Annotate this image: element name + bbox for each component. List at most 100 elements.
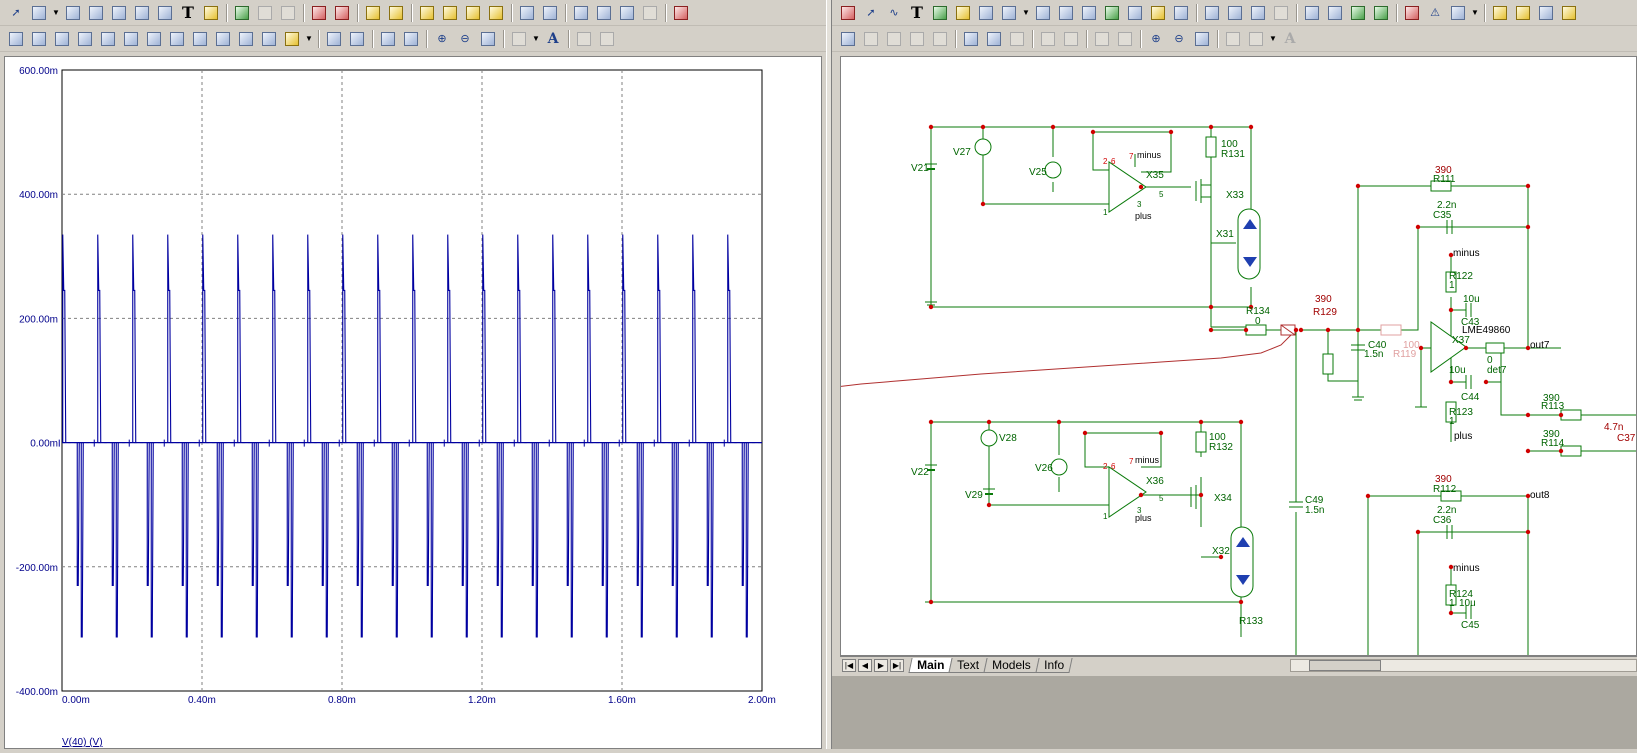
schematic-drawing[interactable]: V21 V27 V25 X35 X33 X31 100 R131 minus p… xyxy=(841,57,1637,656)
capacitor-c35-icon[interactable] xyxy=(1446,220,1453,234)
sel2-icon[interactable] xyxy=(861,29,881,49)
resistor-r123-icon[interactable] xyxy=(1445,401,1457,423)
flip2-icon[interactable] xyxy=(930,29,950,49)
chevron-down-icon[interactable]: ▼ xyxy=(1022,8,1030,17)
network-icon[interactable] xyxy=(1102,3,1122,23)
zoom-in-icon[interactable]: ⊕ xyxy=(1151,33,1161,45)
capacitor-c40-icon[interactable] xyxy=(1351,344,1365,351)
wave1-icon[interactable] xyxy=(52,29,72,49)
select-arrow-icon[interactable]: ➚ xyxy=(11,7,21,19)
text-tool-button[interactable]: T xyxy=(178,3,198,23)
resistor-r124-icon[interactable] xyxy=(1445,584,1457,606)
chevron-down-icon[interactable]: ▼ xyxy=(305,34,313,43)
marker1-icon[interactable] xyxy=(309,3,329,23)
find1-icon[interactable] xyxy=(961,29,981,49)
copy1-icon[interactable] xyxy=(1092,29,1112,49)
source-v25-icon[interactable] xyxy=(1044,161,1062,179)
formula-icon[interactable] xyxy=(155,3,175,23)
warning-icon[interactable]: ⚠ xyxy=(1430,7,1440,19)
pen-icon[interactable] xyxy=(838,3,858,23)
component-menu-icon[interactable] xyxy=(999,3,1019,23)
tile3-icon[interactable] xyxy=(463,3,483,23)
page1-icon[interactable] xyxy=(1490,3,1510,23)
text-a-button[interactable]: A xyxy=(1280,29,1300,49)
resistor-r111-icon[interactable] xyxy=(1430,180,1452,192)
find3-icon[interactable] xyxy=(1007,29,1027,49)
capacitor-c44-icon[interactable] xyxy=(1465,375,1472,389)
flip1-icon[interactable] xyxy=(907,29,927,49)
tile4-icon[interactable] xyxy=(486,3,506,23)
prev-sheet-button[interactable]: ◀ xyxy=(858,659,872,672)
horizontal-scrollbar[interactable] xyxy=(1290,659,1637,672)
marker2-icon[interactable] xyxy=(332,3,352,23)
chevron-down-icon[interactable]: ▼ xyxy=(1471,8,1479,17)
scope-icon[interactable] xyxy=(1402,3,1422,23)
probe-icon[interactable] xyxy=(930,3,950,23)
resistor-r131-icon[interactable] xyxy=(1205,136,1217,158)
marker-icon[interactable] xyxy=(953,3,973,23)
stop1-icon[interactable] xyxy=(1038,29,1058,49)
bus-icon[interactable] xyxy=(1033,3,1053,23)
delete-trace-icon[interactable] xyxy=(671,3,691,23)
window1-icon[interactable] xyxy=(363,3,383,23)
sel1-icon[interactable] xyxy=(838,29,858,49)
source-v26-icon[interactable] xyxy=(1050,458,1068,476)
fit-x-icon[interactable] xyxy=(378,29,398,49)
mosfet-x34-icon[interactable] xyxy=(1190,485,1197,509)
capacitor-c49-icon[interactable] xyxy=(1289,501,1303,508)
page2-icon[interactable] xyxy=(1513,3,1533,23)
tab-main[interactable]: Main xyxy=(908,658,953,673)
diode-x31-icon[interactable] xyxy=(1237,208,1261,280)
zoom-all-icon[interactable] xyxy=(1536,3,1556,23)
select-arrow-icon[interactable]: ➚ xyxy=(866,7,876,19)
wave3-icon[interactable] xyxy=(98,29,118,49)
resistor-det7-icon[interactable] xyxy=(1485,342,1505,354)
check1-icon[interactable] xyxy=(1302,3,1322,23)
grid-menu-icon[interactable] xyxy=(509,29,529,49)
label4-icon[interactable] xyxy=(1271,3,1291,23)
resistor-r119-icon[interactable] xyxy=(1380,324,1402,336)
zoom-window-icon[interactable] xyxy=(1192,29,1212,49)
tab-info[interactable]: Info xyxy=(1035,658,1073,673)
wave7-icon[interactable] xyxy=(190,29,210,49)
zoom-in-icon[interactable]: ⊕ xyxy=(437,33,447,45)
zoom-fit-icon[interactable] xyxy=(571,3,591,23)
layout2-icon[interactable] xyxy=(540,3,560,23)
tab-text[interactable]: Text xyxy=(948,658,988,673)
check4-icon[interactable] xyxy=(1371,3,1391,23)
component-icon[interactable] xyxy=(976,3,996,23)
properties-icon[interactable] xyxy=(201,3,221,23)
zoom-mode-icon[interactable] xyxy=(29,3,49,23)
window2-icon[interactable] xyxy=(386,3,406,23)
run-icon[interactable] xyxy=(232,3,252,23)
zoom-prev-icon[interactable] xyxy=(640,3,660,23)
capacitor-c45-icon[interactable] xyxy=(1465,605,1472,619)
text-tool-button[interactable]: T xyxy=(907,3,927,23)
layout1-icon[interactable] xyxy=(517,3,537,23)
probe-icon[interactable] xyxy=(1280,324,1296,336)
chevron-down-icon[interactable]: ▼ xyxy=(1269,34,1277,43)
copy-icon[interactable] xyxy=(574,29,594,49)
mosfet-x33-icon[interactable] xyxy=(1195,179,1211,203)
wave9-icon[interactable] xyxy=(236,29,256,49)
source-v28-icon[interactable] xyxy=(980,429,998,447)
stop-icon[interactable] xyxy=(255,3,275,23)
label1-icon[interactable] xyxy=(1202,3,1222,23)
print-icon[interactable] xyxy=(1223,29,1243,49)
label2-icon[interactable] xyxy=(1225,3,1245,23)
help-icon[interactable] xyxy=(1079,3,1099,23)
list-icon[interactable] xyxy=(324,29,344,49)
grid-y-icon[interactable] xyxy=(29,29,49,49)
pane-splitter[interactable] xyxy=(826,0,832,749)
zoom-in-x-icon[interactable] xyxy=(594,3,614,23)
resistor-r129-icon[interactable] xyxy=(1322,353,1334,375)
next-sheet-button[interactable]: ▶ xyxy=(874,659,888,672)
wave10-icon[interactable] xyxy=(259,29,279,49)
grid-menu-icon[interactable] xyxy=(1246,29,1266,49)
paste2-icon[interactable] xyxy=(597,29,617,49)
tab-models[interactable]: Models xyxy=(983,658,1040,673)
chevron-down-icon[interactable]: ▼ xyxy=(532,34,540,43)
stop2-icon[interactable] xyxy=(1061,29,1081,49)
battery-v21-icon[interactable] xyxy=(925,163,937,170)
